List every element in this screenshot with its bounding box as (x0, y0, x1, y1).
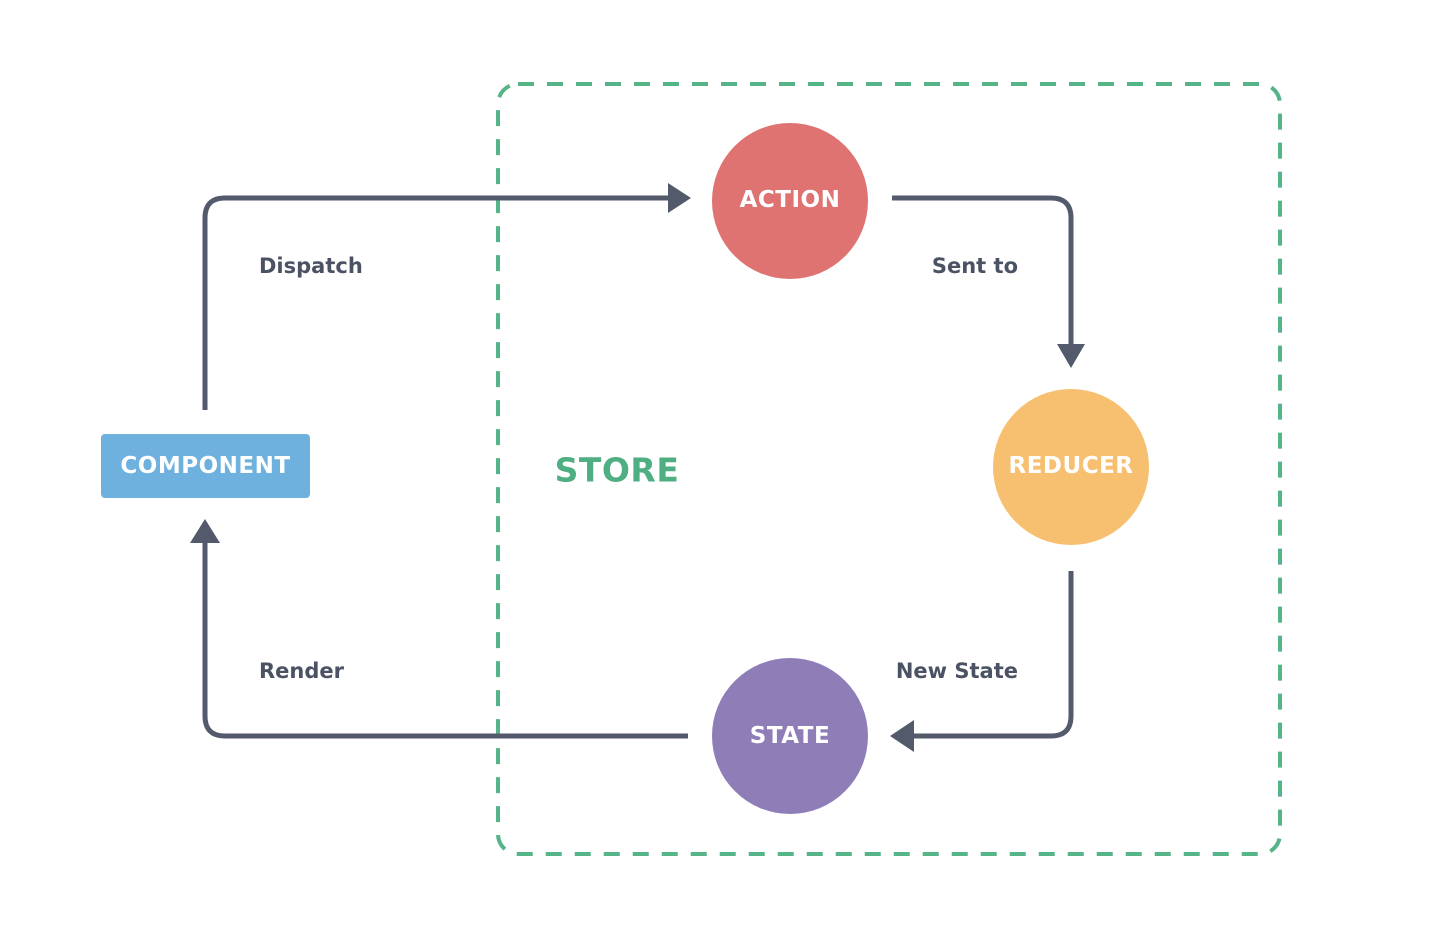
action-node (712, 123, 868, 279)
sent-to-edge-line (892, 195, 1074, 348)
dispatch-edge-line (202, 195, 672, 410)
dispatch-arrowhead (668, 183, 691, 213)
render-arrowhead (190, 519, 220, 543)
sent-to-label: Sent to (932, 254, 1018, 278)
action-node-label: ACTION (740, 187, 841, 213)
dispatch-label: Dispatch (259, 254, 363, 278)
new-state-edge-line (911, 571, 1074, 739)
state-node-label: STATE (750, 723, 830, 749)
component-node-label: COMPONENT (120, 453, 290, 479)
new-state-arrowhead (890, 720, 914, 752)
store-boundary (496, 82, 1282, 856)
render-edge-line (202, 542, 688, 739)
store-label: STORE (555, 451, 680, 490)
reducer-node (993, 389, 1149, 545)
new-state-label: New State (896, 659, 1018, 683)
reducer-node-label: REDUCER (1009, 453, 1134, 479)
state-node (712, 658, 868, 814)
component-node (101, 434, 310, 498)
render-label: Render (259, 659, 345, 683)
sent-to-arrowhead (1057, 344, 1085, 368)
